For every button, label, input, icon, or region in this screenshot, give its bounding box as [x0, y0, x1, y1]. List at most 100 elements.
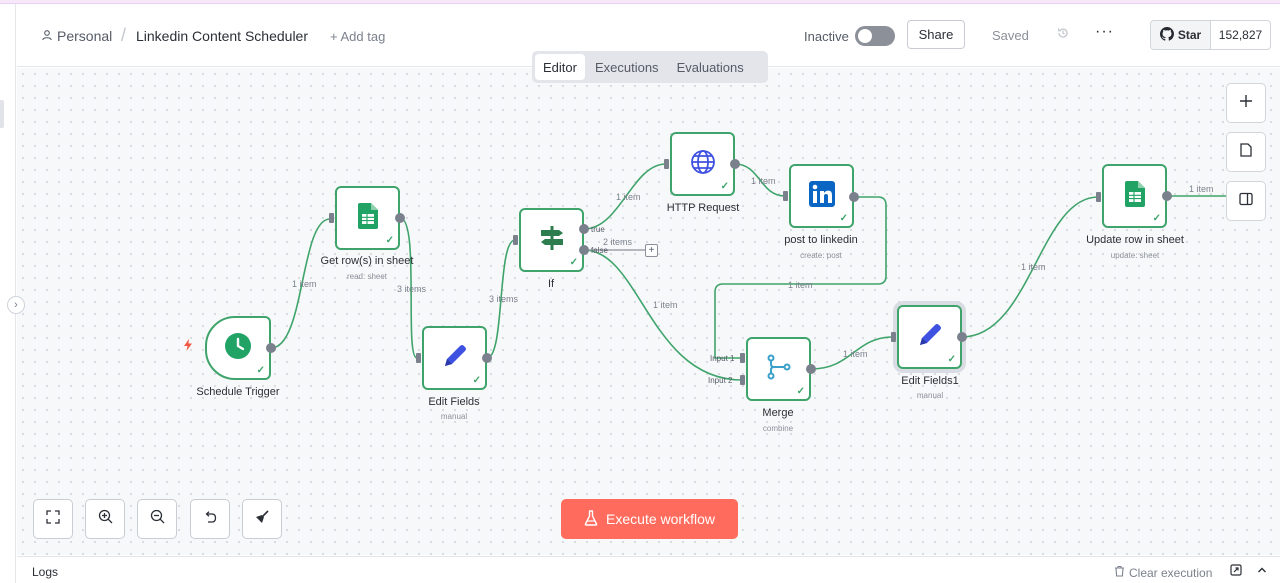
- undo-icon: [203, 510, 217, 529]
- github-star-widget[interactable]: Star 152,827: [1150, 20, 1271, 50]
- fit-view-icon: [46, 509, 60, 529]
- zoom-out-button[interactable]: [137, 499, 177, 539]
- zoom-in-icon: [98, 509, 113, 529]
- input-port[interactable]: [1096, 192, 1101, 202]
- node-subtitle-get-rows: read: sheet: [346, 272, 388, 281]
- node-get-rows-in-sheet[interactable]: ✓: [335, 186, 400, 250]
- node-subtitle-post-to-linkedin: create: post: [800, 251, 842, 260]
- plus-icon: [1239, 94, 1253, 113]
- port-label-input1: Input 1: [710, 354, 735, 363]
- tab-executions[interactable]: Executions: [594, 59, 659, 75]
- node-subtitle-edit-fields1: manual: [916, 391, 944, 400]
- success-check-icon: ✓: [472, 375, 481, 386]
- node-http-request[interactable]: ✓: [670, 132, 735, 196]
- node-schedule-trigger[interactable]: ✓: [205, 316, 271, 380]
- pop-out-icon[interactable]: [1230, 564, 1242, 579]
- trigger-bolt-icon: [183, 339, 193, 354]
- execute-workflow-button[interactable]: Execute workflow: [561, 499, 738, 539]
- github-icon: [1159, 26, 1174, 44]
- add-sticky-note-button[interactable]: [1226, 132, 1266, 172]
- output-port[interactable]: [266, 343, 276, 353]
- github-star-button[interactable]: Star: [1151, 21, 1211, 49]
- github-star-label: Star: [1177, 28, 1202, 42]
- active-toggle[interactable]: [855, 26, 895, 46]
- node-edit-fields1[interactable]: ✓: [897, 305, 962, 369]
- output-port[interactable]: [395, 213, 405, 223]
- node-subtitle-update-row: update: sheet: [1110, 251, 1160, 260]
- add-tag-button[interactable]: + Add tag: [330, 29, 386, 44]
- output-port[interactable]: [957, 332, 967, 342]
- node-subtitle-merge: combine: [762, 424, 794, 433]
- input-port[interactable]: [416, 353, 421, 363]
- saved-status: Saved: [992, 28, 1029, 43]
- more-options-icon[interactable]: ···: [1095, 23, 1114, 40]
- input-port[interactable]: [783, 191, 788, 201]
- breadcrumb-personal[interactable]: Personal: [41, 28, 112, 44]
- undo-button[interactable]: [190, 499, 230, 539]
- success-check-icon: ✓: [720, 181, 729, 192]
- node-merge[interactable]: ✓: [746, 337, 811, 401]
- pencil-icon: [916, 321, 944, 354]
- chevron-up-icon[interactable]: [1256, 564, 1268, 579]
- merge-icon: [765, 353, 793, 386]
- breadcrumb-personal-label: Personal: [57, 28, 113, 44]
- add-node-button[interactable]: [1226, 83, 1266, 123]
- zoom-out-icon: [150, 509, 165, 529]
- zoom-in-button[interactable]: [85, 499, 125, 539]
- history-icon[interactable]: [1055, 26, 1071, 42]
- clock-icon: [224, 332, 252, 365]
- pencil-icon: [441, 342, 469, 375]
- success-check-icon: ✓: [385, 235, 394, 246]
- sticky-note-icon: [1239, 142, 1253, 162]
- output-port[interactable]: [482, 353, 492, 363]
- port-label-input2: Input 2: [708, 376, 733, 385]
- tab-editor[interactable]: Editor: [535, 54, 585, 80]
- toggle-panel-button[interactable]: [1226, 181, 1266, 221]
- input-port[interactable]: [329, 213, 334, 223]
- output-port-true[interactable]: [579, 224, 589, 234]
- top-accent-line: [0, 0, 1280, 4]
- output-port[interactable]: [849, 192, 859, 202]
- success-check-icon: ✓: [256, 365, 265, 376]
- clear-execution-label: Clear execution: [1129, 565, 1213, 580]
- input-port-1[interactable]: [740, 353, 745, 363]
- linkedin-icon: [808, 180, 836, 213]
- input-port[interactable]: [513, 235, 518, 245]
- input-port[interactable]: [891, 332, 896, 342]
- success-check-icon: ✓: [947, 354, 956, 365]
- clear-execution-button[interactable]: Clear execution: [1114, 565, 1212, 580]
- tab-evaluations[interactable]: Evaluations: [676, 59, 744, 75]
- port-label-false: false: [591, 246, 608, 255]
- sidebar-indicator: [0, 100, 4, 128]
- workflow-title[interactable]: Linkedin Content Scheduler: [136, 28, 309, 44]
- trash-icon: [1114, 565, 1125, 580]
- output-port[interactable]: [1162, 191, 1172, 201]
- input-port[interactable]: [664, 159, 669, 169]
- node-post-to-linkedin[interactable]: ✓: [789, 164, 854, 228]
- fit-view-button[interactable]: [33, 499, 73, 539]
- success-check-icon: ✓: [1152, 213, 1161, 224]
- google-sheets-icon: [357, 202, 378, 234]
- node-if[interactable]: ✓: [519, 208, 584, 272]
- output-port[interactable]: [806, 364, 816, 374]
- input-port-2[interactable]: [740, 375, 745, 385]
- node-title-http-request: HTTP Request: [666, 202, 740, 214]
- node-title-post-to-linkedin: post to linkedin: [784, 234, 858, 246]
- tidy-up-button[interactable]: [242, 499, 282, 539]
- node-title-get-rows: Get row(s) in sheet: [320, 255, 414, 267]
- node-update-row-in-sheet[interactable]: ✓: [1102, 164, 1167, 228]
- port-label-true: true: [591, 225, 605, 234]
- sidebar-expand-chevron-icon[interactable]: ›: [7, 296, 25, 314]
- logs-panel-bar[interactable]: Logs Clear execution: [17, 556, 1280, 583]
- execute-workflow-label: Execute workflow: [606, 511, 715, 527]
- node-title-edit-fields: Edit Fields: [428, 396, 480, 408]
- node-edit-fields[interactable]: ✓: [422, 326, 487, 390]
- user-icon: [41, 28, 53, 44]
- add-node-plus-icon[interactable]: +: [645, 244, 658, 257]
- share-button[interactable]: Share: [907, 20, 965, 49]
- output-port-false[interactable]: [579, 245, 589, 255]
- output-port[interactable]: [730, 159, 740, 169]
- workflow-canvas[interactable]: [17, 68, 1280, 555]
- panel-icon: [1239, 192, 1253, 211]
- success-check-icon: ✓: [796, 386, 805, 397]
